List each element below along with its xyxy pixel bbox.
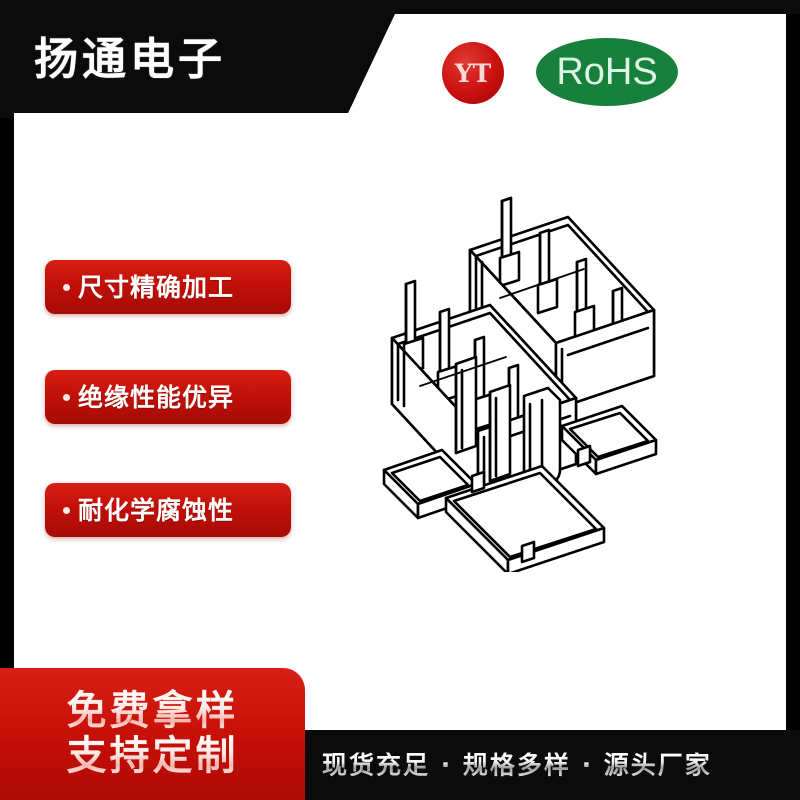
feature-pill-2: 耐化学腐蚀性 <box>45 483 291 537</box>
yt-logo-label: YT <box>454 58 492 88</box>
feature-pill-label-2: 耐化学腐蚀性 <box>78 495 235 525</box>
feature-pill-label-1: 绝缘性能优异 <box>78 382 235 412</box>
rohs-label: RoHS <box>556 51 658 93</box>
feature-pill-0: 尺寸精确加工 <box>45 260 291 314</box>
bullet-dot-icon <box>63 393 70 401</box>
product-line-drawing <box>372 188 676 572</box>
brand-title: 扬通电子 <box>34 34 226 85</box>
footer-promo-line-1: 免费拿样 <box>66 688 239 735</box>
feature-pill-1: 绝缘性能优异 <box>45 370 291 424</box>
yt-logo-badge: YT <box>442 42 504 104</box>
footer-promo-line-2: 支持定制 <box>66 733 239 779</box>
footer-tagline-text: 现货充足 · 规格多样 · 源头厂家 <box>322 750 712 780</box>
bullet-dot-icon <box>63 506 70 514</box>
footer-promo-block: 免费拿样 支持定制 <box>0 668 305 800</box>
feature-pill-label-0: 尺寸精确加工 <box>78 272 235 302</box>
bullet-dot-icon <box>63 283 70 291</box>
rohs-certification-badge: RoHS <box>536 38 678 106</box>
